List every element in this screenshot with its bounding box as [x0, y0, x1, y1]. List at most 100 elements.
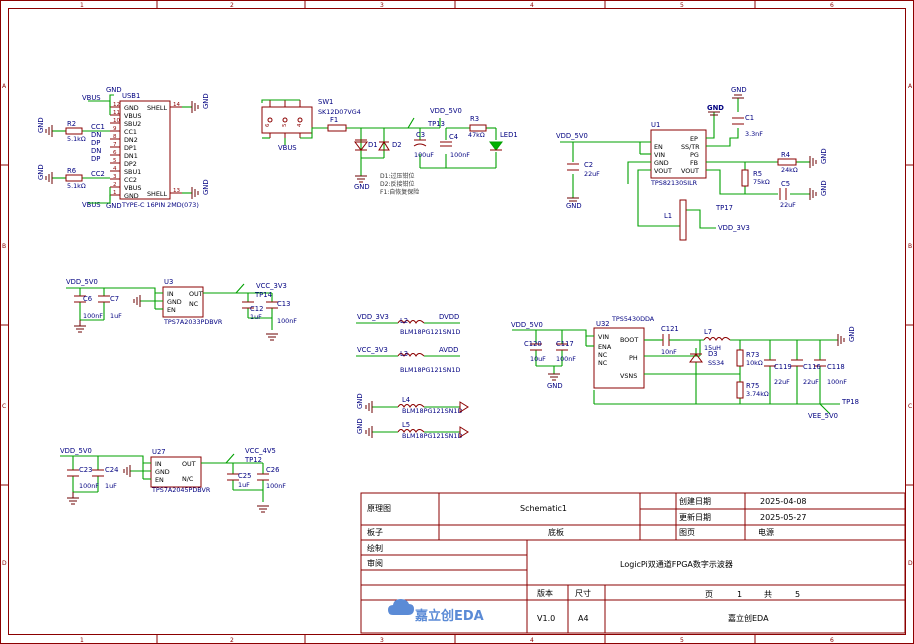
l4-ref: L4	[402, 396, 410, 404]
capacitor-c2	[567, 163, 579, 171]
r5-ref: R5	[753, 170, 762, 178]
c118-value: 100nF	[827, 378, 847, 386]
usb-pin: CC2	[124, 176, 137, 184]
inductor-l7	[703, 337, 731, 341]
tb-label: 审阅	[367, 558, 383, 568]
usb-pin-number: 10	[113, 118, 120, 124]
logo: 嘉立创EDA	[388, 599, 484, 624]
power-input-block: SW1 SK12D07VG4 VBUS 6	[261, 98, 518, 196]
u27-pin: N/C	[182, 475, 194, 483]
net-label-dp: DP	[91, 155, 100, 163]
gnd-label: GND	[848, 326, 856, 342]
c24-value: 1uF	[105, 482, 117, 490]
r3-ref: R3	[470, 115, 479, 123]
r73-value: 10kΩ	[746, 359, 763, 367]
r6-value: 5.1kΩ	[67, 182, 86, 190]
usb-pin-number: 12	[113, 102, 120, 108]
c23-ref: C23	[79, 466, 92, 474]
c116-ref: C116	[803, 363, 821, 371]
vdd5v0-label: VDD_5V0	[66, 278, 98, 286]
diode-d2	[378, 141, 390, 151]
col-label: 1	[80, 2, 84, 9]
col-label: 2	[230, 2, 234, 9]
row-label: B	[908, 243, 912, 250]
usb-pin: CC1	[124, 128, 137, 136]
u27-pin: IN	[155, 460, 162, 468]
u3-ref: U3	[164, 278, 173, 286]
switch-sw1	[261, 106, 313, 134]
vdd3v3-label: VDD_3V3	[718, 224, 750, 232]
usb-pin-number: 9	[113, 126, 117, 132]
c4-ref: C4	[449, 133, 458, 141]
resistor-r75	[736, 381, 744, 399]
gnd-symbol	[365, 426, 373, 438]
usb-pin: DP1	[124, 144, 137, 152]
row-label: B	[2, 243, 6, 250]
row-label: A	[908, 83, 913, 90]
usb-pin-number: 8	[113, 134, 117, 140]
tp13-ref: TP13	[427, 120, 445, 128]
tb-page-name: 电源	[758, 527, 774, 537]
r73-ref: R73	[746, 351, 759, 359]
row-label: A	[2, 83, 7, 90]
l7-ref: L7	[704, 328, 712, 336]
usb-pin-number: 1	[113, 190, 117, 196]
row-label: C	[2, 403, 6, 410]
usb-ref: USB1	[122, 92, 140, 100]
r5-value: 75kΩ	[753, 178, 770, 186]
u27-pin: GND	[155, 468, 170, 476]
u32-ref: U32	[596, 320, 610, 328]
net-label-cc2: CC2	[91, 170, 105, 178]
l2-value: BLM18PG121SN1D	[400, 328, 460, 336]
c119-ref: C119	[774, 363, 792, 371]
c1-ref: C1	[745, 114, 754, 122]
l5-value: BLM18PG121SN1D	[402, 432, 462, 440]
gnd-symbol	[191, 187, 199, 199]
gnd-label: GND	[820, 180, 828, 196]
gnd-label: GND	[37, 117, 45, 133]
u32-pin: ENA	[598, 343, 612, 351]
gnd-symbol	[45, 172, 53, 184]
gnd-label: GND	[354, 183, 370, 191]
c118-ref: C118	[827, 363, 845, 371]
bead-l4	[397, 404, 425, 408]
net-label-vbus: VBUS	[82, 94, 101, 102]
c121-value: 10nF	[661, 348, 677, 356]
u32-pin: PH	[629, 354, 638, 362]
u27-ref: U27	[152, 448, 166, 456]
usb-pin-number: 13	[173, 188, 180, 194]
u1-pin: PG	[690, 151, 699, 159]
gnd-symbol	[708, 111, 720, 116]
gnd-label: GND	[202, 93, 210, 109]
usb-pin-number: 11	[113, 110, 120, 116]
vdd5v0-label: VDD_5V0	[60, 447, 92, 455]
c117-ref: C117	[556, 340, 574, 348]
gnd-symbol	[548, 373, 560, 381]
c26-value: 100nF	[266, 482, 286, 490]
usb-typec-block: USB1 TYPE-C 16PIN 2MD(073) GND VBUS SBU2…	[37, 86, 210, 210]
ldo-u3-block: U3 TPS7A2033PDBVR IN GND EN OUT NC VDD_5…	[66, 278, 297, 341]
usb-pin-number: 14	[173, 102, 180, 108]
u1-pin: GND	[654, 159, 669, 167]
col-label: 4	[530, 2, 534, 9]
c120-value: 10uF	[530, 355, 546, 363]
usb-pin: SHELL	[147, 104, 167, 112]
sw-pin: 4	[297, 123, 303, 127]
gnd-symbol	[809, 188, 817, 200]
col-label: 5	[680, 2, 684, 9]
inductor-l1	[679, 199, 687, 241]
gnd-symbol	[567, 197, 579, 202]
resistor-r4	[777, 158, 797, 166]
c13-ref: C13	[277, 300, 290, 308]
bead-l3	[397, 353, 425, 357]
d3-ref: D3	[708, 350, 718, 358]
col-label: 4	[530, 637, 534, 644]
gnd-label: GND	[202, 179, 210, 195]
net-label-dp: DP	[91, 139, 100, 147]
fuse-f1	[327, 124, 347, 132]
c4-value: 100nF	[450, 151, 470, 159]
gnd-symbol	[257, 505, 269, 513]
u3-pin: OUT	[189, 290, 203, 298]
gnd-symbol	[74, 320, 86, 333]
